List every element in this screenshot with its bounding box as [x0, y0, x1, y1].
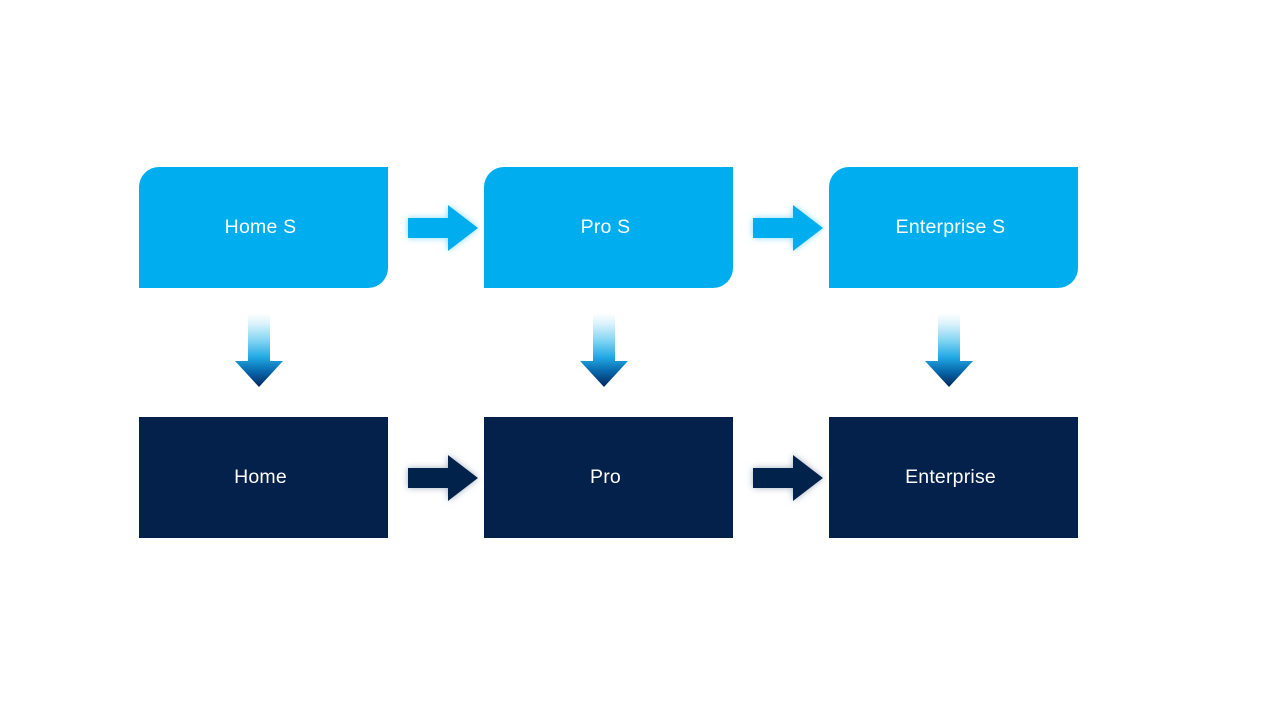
- node-home-s[interactable]: Home S: [139, 167, 388, 288]
- arrow-down-icon: [580, 313, 628, 387]
- node-label: Enterprise: [905, 465, 996, 488]
- arrow-right-home-s-to-pro-s: [402, 202, 482, 254]
- arrow-down-home-s-to-home: [233, 311, 285, 389]
- arrow-right-icon: [408, 455, 478, 501]
- arrow-down-icon: [235, 313, 283, 387]
- arrow-right-icon: [753, 455, 823, 501]
- node-label: Pro: [590, 465, 621, 488]
- node-enterprise[interactable]: Enterprise: [829, 417, 1078, 538]
- node-label: Enterprise S: [895, 215, 1006, 238]
- node-label: Pro S: [580, 215, 631, 238]
- arrow-right-home-to-pro: [402, 452, 482, 504]
- node-label: Home S: [224, 215, 297, 238]
- arrow-right-icon: [408, 205, 478, 251]
- arrow-down-enterprise-s-to-enterprise: [923, 311, 975, 389]
- node-home[interactable]: Home: [139, 417, 388, 538]
- node-label: Home: [234, 465, 287, 488]
- arrow-down-pro-s-to-pro: [578, 311, 630, 389]
- node-enterprise-s[interactable]: Enterprise S: [829, 167, 1078, 288]
- node-pro[interactable]: Pro: [484, 417, 733, 538]
- node-pro-s[interactable]: Pro S: [484, 167, 733, 288]
- arrow-right-pro-to-enterprise: [747, 452, 827, 504]
- arrow-right-icon: [753, 205, 823, 251]
- arrow-right-pro-s-to-enterprise-s: [747, 202, 827, 254]
- arrow-down-icon: [925, 313, 973, 387]
